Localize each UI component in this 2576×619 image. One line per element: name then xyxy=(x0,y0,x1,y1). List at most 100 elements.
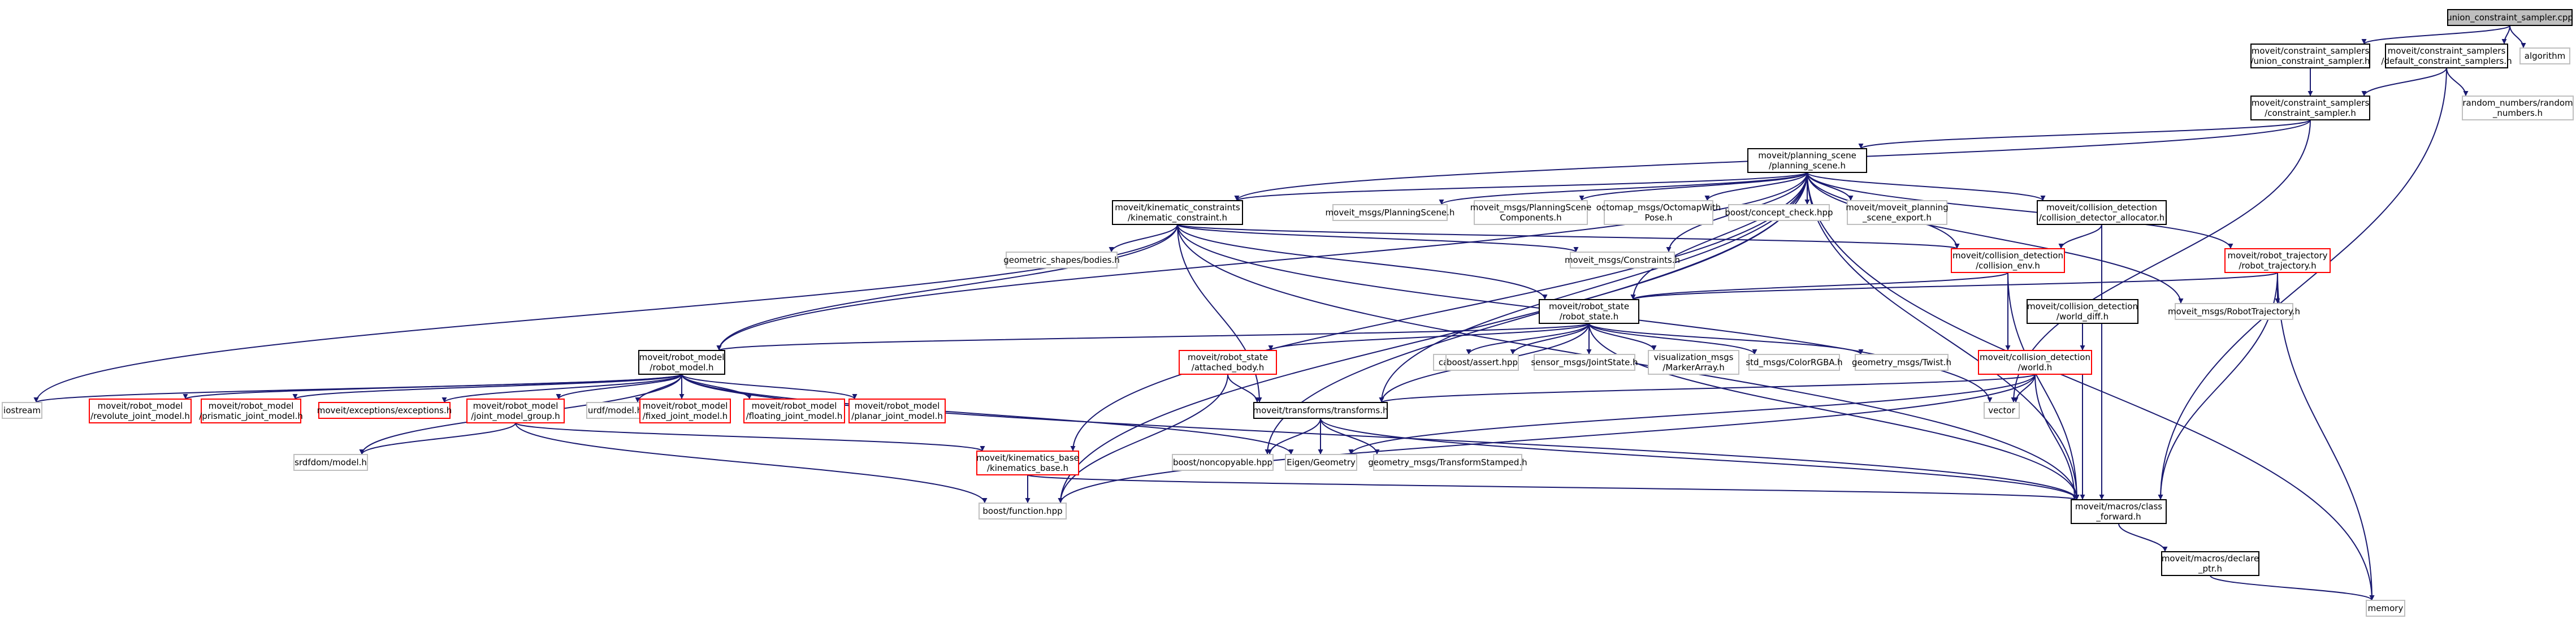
node-jmg-h[interactable]: moveit/robot_model/joint_model_group.h xyxy=(466,399,565,423)
node-label-line: boost/noncopyable.hpp xyxy=(1173,457,1272,468)
node-rtraj-msg[interactable]: moveit_msgs/RobotTrajectory.h xyxy=(2168,303,2300,320)
node-box xyxy=(2161,551,2259,576)
node-memory[interactable]: memory xyxy=(2366,600,2405,617)
node-ps-h[interactable]: moveit/planning_scene/planning_scene.h xyxy=(1747,148,1867,173)
node-urdf-h[interactable]: urdf/model.h xyxy=(586,402,644,419)
node-box xyxy=(318,402,451,419)
node-cs-h[interactable]: moveit/constraint_samplers/constraint_sa… xyxy=(2250,96,2370,120)
node-label-line: geometry_msgs/Twist.h xyxy=(1852,357,1951,368)
edge-jmg-h-to-srdfdom-h xyxy=(359,422,516,455)
node-union-cpp[interactable]: union_constraint_sampler.cpp xyxy=(2447,9,2573,26)
node-ab-h[interactable]: moveit/robot_state/attached_body.h xyxy=(1179,350,1277,375)
node-algorithm[interactable]: algorithm xyxy=(2519,47,2570,64)
node-twist-msg[interactable]: geometry_msgs/Twist.h xyxy=(1852,354,1951,371)
node-box xyxy=(639,399,731,423)
edge-ps-h-to-bfunction-h xyxy=(1058,172,1808,504)
node-label-line: moveit/kinematic_constraints xyxy=(1115,202,1240,213)
node-box xyxy=(976,451,1079,475)
node-cenv-h[interactable]: moveit/collision_detection/collision_env… xyxy=(1951,248,2065,273)
node-box xyxy=(2447,9,2573,26)
node-rm-h[interactable]: moveit/robot_model/robot_model.h xyxy=(638,350,725,375)
node-label-line: urdf/model.h xyxy=(588,405,642,415)
node-floating-h[interactable]: moveit/robot_model/floating_joint_model.… xyxy=(743,399,845,423)
node-label-line: geometry_msgs/TransformStamped.h xyxy=(1368,457,1527,468)
node-label-line: algorithm xyxy=(2525,51,2565,61)
node-viz-msg[interactable]: visualization_msgs/MarkerArray.h xyxy=(1648,350,1739,375)
node-ps-msg[interactable]: moveit_msgs/PlanningScene.h xyxy=(1326,204,1455,221)
node-transforms-h[interactable]: moveit/transforms/transforms.h xyxy=(1253,402,1388,419)
edge-default-h-to-cs-h xyxy=(2361,67,2447,97)
edge-ps-h-to-rs-h xyxy=(1630,172,1808,300)
edge-ps-h-to-memory xyxy=(1807,172,2375,601)
node-box xyxy=(1648,350,1739,375)
node-psexport-h[interactable]: moveit/moveit_planning_scene_export.h xyxy=(1846,200,1949,225)
node-planar-h[interactable]: moveit/robot_model/planar_joint_model.h xyxy=(848,399,946,423)
node-label-line: moveit/robot_trajectory xyxy=(2227,250,2327,261)
node-label-line: Pose.h xyxy=(1644,213,1672,223)
node-label-line: /robot_trajectory.h xyxy=(2239,261,2316,271)
node-srdfdom-h[interactable]: srdfdom/model.h xyxy=(293,454,368,471)
node-color-msg[interactable]: std_msgs/ColorRGBA.h xyxy=(1746,354,1843,371)
edge-decl-h-to-memory xyxy=(2210,575,2375,601)
node-label-line: octomap_msgs/OctomapWith xyxy=(1596,202,1721,213)
node-world-h[interactable]: moveit/collision_detection/world.h xyxy=(1978,350,2092,375)
edge-world-h-to-transforms-h xyxy=(1379,374,2036,403)
node-label-line: iostream xyxy=(3,405,41,415)
node-label-line: /kinematics_base.h xyxy=(987,463,1068,474)
node-rs-h[interactable]: moveit/robot_state/robot_state.h xyxy=(1539,299,1639,324)
node-label-line: /world.h xyxy=(2018,362,2053,373)
node-label-line: /union_constraint_sampler.h xyxy=(2250,56,2370,67)
node-js-msg[interactable]: sensor_msgs/JointState.h xyxy=(1531,354,1638,371)
node-box xyxy=(293,454,368,471)
node-decl-h[interactable]: moveit/macros/declare_ptr.h xyxy=(2161,551,2259,576)
node-box xyxy=(89,399,192,423)
node-label-line: Eigen/Geometry xyxy=(1287,457,1356,468)
node-box xyxy=(1112,200,1243,225)
node-iostream[interactable]: iostream xyxy=(2,402,42,419)
edge-rs-h-to-bassert xyxy=(1510,323,1590,355)
edge-ps-h-to-psexport-h xyxy=(1807,172,1854,201)
node-geoshapes-h[interactable]: geometric_shapes/bodies.h xyxy=(1003,252,1120,269)
node-label-line: moveit/robot_model xyxy=(855,401,940,412)
node-bassert[interactable]: boost/assert.hpp xyxy=(1445,354,1519,371)
edge-rs-h-to-cassert xyxy=(1466,323,1590,355)
node-rtraj-h[interactable]: moveit/robot_trajectory/robot_trajectory… xyxy=(2224,248,2331,273)
node-default-h[interactable]: moveit/constraint_samplers/default_const… xyxy=(2381,44,2512,68)
node-label-line: /MarkerArray.h xyxy=(1663,362,1724,373)
node-prismatic-h[interactable]: moveit/robot_model/prismatic_joint_model… xyxy=(199,399,303,423)
node-noncopy-h[interactable]: boost/noncopyable.hpp xyxy=(1172,454,1274,471)
node-box xyxy=(1445,354,1519,371)
edge-kc-h-to-cenv-h xyxy=(1177,224,1959,249)
node-box xyxy=(1855,354,1949,371)
node-box xyxy=(1253,402,1388,419)
node-label-line: boost/assert.hpp xyxy=(1447,357,1518,367)
node-cda-h[interactable]: moveit/collision_detection/collision_det… xyxy=(2037,200,2167,225)
node-revolute-h[interactable]: moveit/robot_model/revolute_joint_model.… xyxy=(89,399,192,423)
node-constraints-h[interactable]: moveit_msgs/Constraints.h xyxy=(1565,252,1680,269)
node-cf-h[interactable]: moveit/macros/class_forward.h xyxy=(2071,499,2167,524)
node-kc-h[interactable]: moveit/kinematic_constraints/kinematic_c… xyxy=(1112,200,1243,225)
edge-rm-h-to-exceptions-h xyxy=(441,374,682,403)
node-tfstamped-msg[interactable]: geometry_msgs/TransformStamped.h xyxy=(1368,454,1527,471)
node-union-h[interactable]: moveit/constraint_samplers/union_constra… xyxy=(2250,44,2370,68)
edge-kc-h-to-transforms-h xyxy=(1177,224,1262,403)
node-concept-h[interactable]: boost/concept_check.hpp xyxy=(1725,204,1833,221)
edge-rm-h-to-cf-h xyxy=(681,374,2080,500)
node-vector[interactable]: vector xyxy=(1984,402,2020,419)
edge-world-h-to-eigen-h xyxy=(1348,374,2036,455)
edge-rs-h-to-color-msg xyxy=(1588,323,1757,355)
node-kb-h[interactable]: moveit/kinematics_base/kinematics_base.h xyxy=(976,451,1079,475)
node-label-line: /robot_state.h xyxy=(1560,311,1618,322)
node-eigen-h[interactable]: Eigen/Geometry xyxy=(1285,454,1357,471)
node-label-line: moveit_msgs/PlanningScene xyxy=(1470,202,1592,213)
node-fixed-h[interactable]: moveit/robot_model/fixed_joint_model.h xyxy=(639,399,731,423)
node-exceptions-h[interactable]: moveit/exceptions/exceptions.h xyxy=(317,402,452,419)
edge-kb-h-to-cf-h xyxy=(1027,474,2079,500)
node-random-h[interactable]: random_numbers/random_numbers.h xyxy=(2462,96,2574,120)
node-label-line: moveit/robot_state xyxy=(1188,352,1268,363)
node-bfunction-h[interactable]: boost/function.hpp xyxy=(979,503,1067,520)
node-wdiff-h[interactable]: moveit/collision_detection/world_diff.h xyxy=(2027,299,2138,324)
